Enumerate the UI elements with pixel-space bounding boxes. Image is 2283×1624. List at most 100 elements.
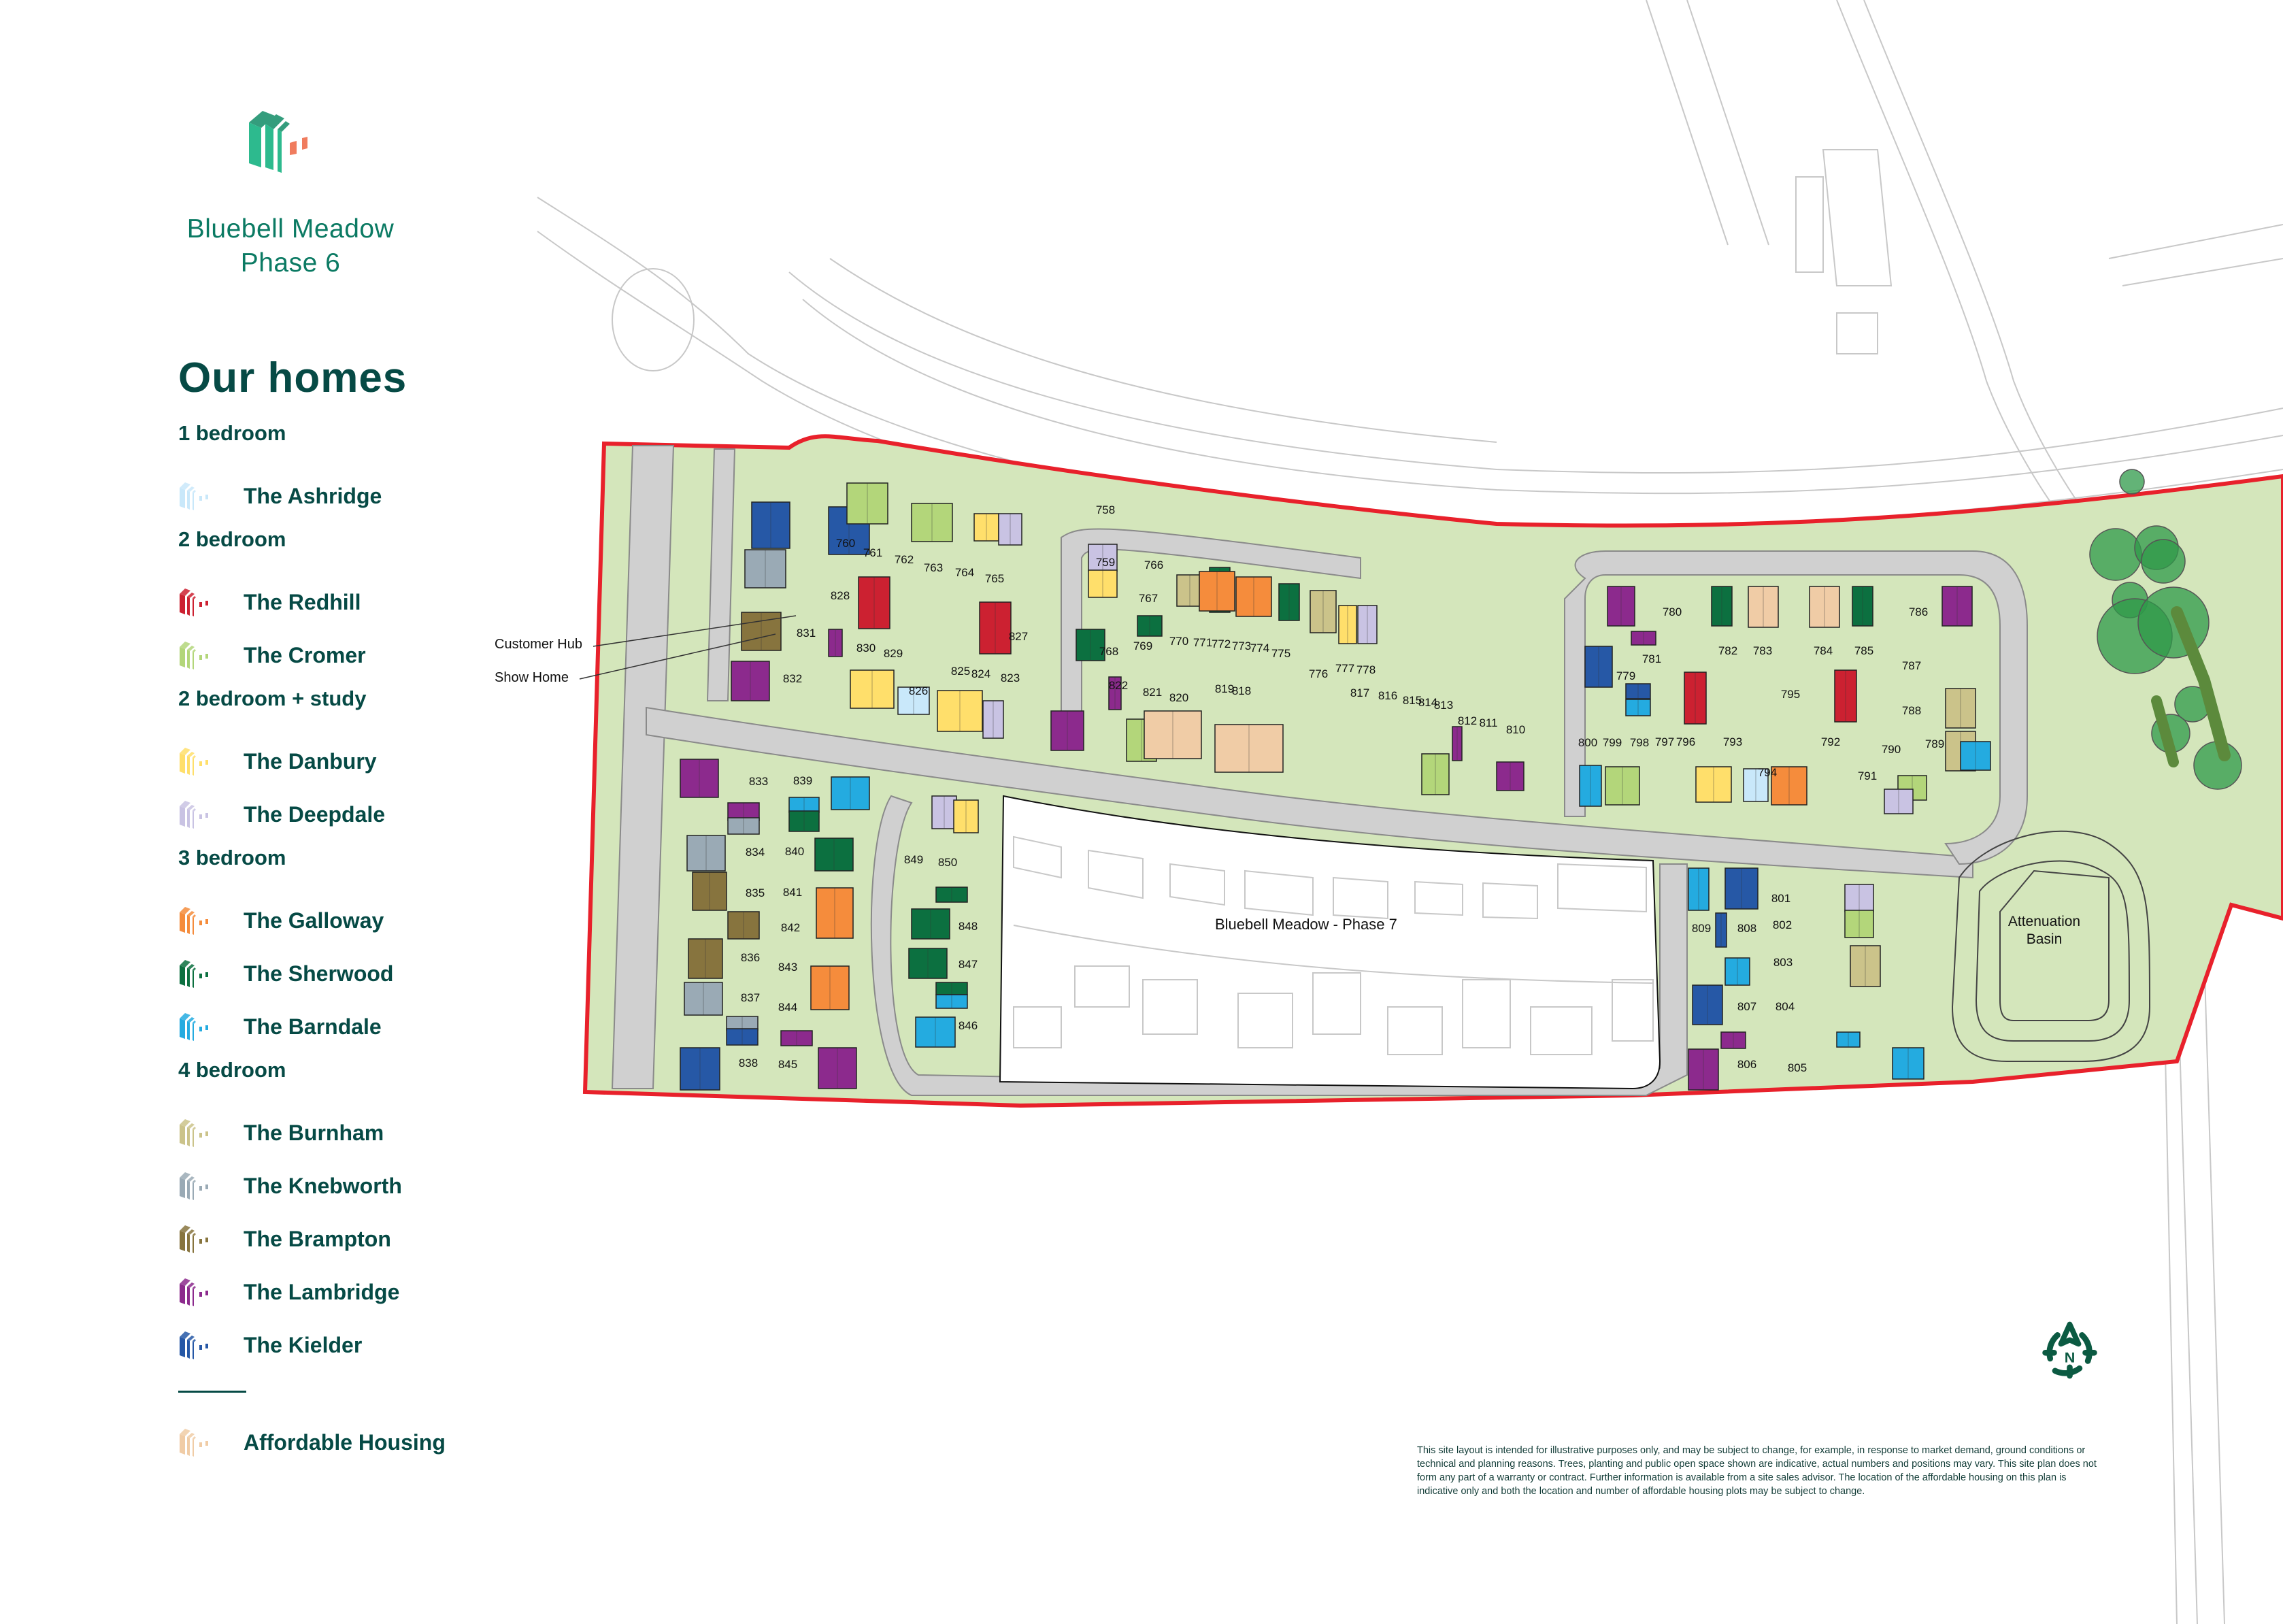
- plot-number[interactable]: 819: [1215, 682, 1234, 695]
- legend-item: The Burnham: [178, 1106, 505, 1159]
- plot-number[interactable]: 777: [1335, 662, 1354, 675]
- plot-number[interactable]: 810: [1506, 723, 1525, 736]
- plot-number[interactable]: 773: [1232, 640, 1251, 652]
- plot-number[interactable]: 786: [1909, 606, 1928, 618]
- plot-number[interactable]: 801: [1771, 892, 1790, 905]
- plot-number[interactable]: 774: [1250, 642, 1269, 654]
- plot-number[interactable]: 795: [1781, 688, 1800, 701]
- plot-number[interactable]: 837: [741, 991, 760, 1004]
- plot-number[interactable]: 766: [1144, 559, 1163, 571]
- plot-number[interactable]: 765: [985, 572, 1004, 585]
- plot-number[interactable]: 826: [909, 684, 928, 697]
- plot-number[interactable]: 797: [1655, 735, 1674, 748]
- plot-number[interactable]: 807: [1737, 1000, 1756, 1013]
- plot-number[interactable]: 771: [1193, 636, 1212, 649]
- plot-number[interactable]: 848: [959, 920, 978, 933]
- plot-number[interactable]: 815: [1403, 694, 1422, 707]
- plot-number[interactable]: 843: [778, 961, 797, 974]
- plot-number[interactable]: 780: [1663, 606, 1682, 618]
- plot-number[interactable]: 770: [1169, 635, 1188, 648]
- plot-number[interactable]: 802: [1773, 918, 1792, 931]
- plot-number[interactable]: 783: [1753, 644, 1772, 657]
- plot-number[interactable]: 781: [1642, 652, 1661, 665]
- house-type-icon: [180, 1119, 208, 1147]
- plot-number[interactable]: 806: [1737, 1058, 1756, 1071]
- plot-number[interactable]: 808: [1737, 922, 1756, 935]
- plot-number[interactable]: 813: [1434, 699, 1453, 712]
- plot-number[interactable]: 793: [1723, 735, 1742, 748]
- plot-number[interactable]: 816: [1378, 689, 1397, 702]
- plot-number[interactable]: 782: [1718, 644, 1737, 657]
- customer-hub-label: Customer Hub: [495, 637, 582, 652]
- plot-number[interactable]: 768: [1099, 645, 1118, 658]
- plot-number[interactable]: 839: [793, 774, 812, 787]
- plot-number[interactable]: 787: [1902, 659, 1921, 672]
- plot-number[interactable]: 840: [785, 845, 804, 858]
- plot-number[interactable]: 812: [1458, 714, 1477, 727]
- plot-number[interactable]: 836: [741, 951, 760, 964]
- attenuation-label-line1: Attenuation: [2007, 914, 2081, 929]
- plot-number[interactable]: 790: [1882, 743, 1901, 756]
- plot-number[interactable]: 833: [749, 775, 768, 788]
- plot-number[interactable]: 800: [1578, 736, 1597, 749]
- plot-number[interactable]: 814: [1418, 696, 1437, 709]
- plot-number[interactable]: 830: [856, 642, 876, 654]
- plot-number[interactable]: 785: [1854, 644, 1873, 657]
- plot-number[interactable]: 763: [924, 561, 943, 574]
- plot-number[interactable]: 849: [904, 853, 923, 866]
- legend-category: 2 bedroom: [178, 527, 286, 551]
- plot-number[interactable]: 835: [746, 886, 765, 899]
- plot-number[interactable]: 832: [783, 672, 802, 685]
- plot-number[interactable]: 821: [1143, 686, 1162, 699]
- plot-number[interactable]: 844: [778, 1001, 797, 1014]
- plot-number[interactable]: 820: [1169, 691, 1188, 704]
- plot-number[interactable]: 850: [938, 856, 957, 869]
- plot-number[interactable]: 794: [1758, 766, 1777, 779]
- plot-number[interactable]: 838: [739, 1057, 758, 1070]
- plot-number[interactable]: 759: [1096, 556, 1115, 569]
- plot-number[interactable]: 767: [1139, 592, 1158, 605]
- plot-number[interactable]: 823: [1001, 672, 1020, 684]
- plot-number[interactable]: 825: [951, 665, 970, 678]
- plot-number[interactable]: 758: [1096, 503, 1115, 516]
- plot-number[interactable]: 791: [1858, 769, 1877, 782]
- plot-number[interactable]: 784: [1814, 644, 1833, 657]
- plot-number[interactable]: 811: [1479, 716, 1497, 729]
- plot-number[interactable]: 778: [1356, 663, 1376, 676]
- plot-number[interactable]: 827: [1009, 630, 1028, 643]
- plot-number[interactable]: 842: [781, 921, 800, 934]
- plot-number[interactable]: 769: [1133, 640, 1152, 652]
- plot-number[interactable]: 804: [1776, 1000, 1795, 1013]
- plot-number[interactable]: 792: [1821, 735, 1840, 748]
- plot-number[interactable]: 803: [1773, 956, 1793, 969]
- plot-number[interactable]: 761: [863, 546, 882, 559]
- plot-number[interactable]: 796: [1676, 735, 1695, 748]
- plot-number[interactable]: 764: [955, 566, 974, 579]
- plot-number[interactable]: 822: [1109, 679, 1128, 692]
- plot-number[interactable]: 789: [1925, 738, 1944, 750]
- plot-number[interactable]: 779: [1616, 669, 1635, 682]
- plot-number[interactable]: 841: [783, 886, 802, 899]
- plot-number[interactable]: 809: [1692, 922, 1711, 935]
- plot-number[interactable]: 775: [1271, 647, 1290, 660]
- hedge-row: [2171, 606, 2231, 761]
- legend-category: 1 bedroom: [178, 421, 286, 445]
- plot-number[interactable]: 818: [1232, 684, 1251, 697]
- plot-number[interactable]: 831: [797, 627, 816, 640]
- plot-number[interactable]: 846: [959, 1019, 978, 1032]
- plot-number[interactable]: 776: [1309, 667, 1328, 680]
- plot-number[interactable]: 798: [1630, 736, 1649, 749]
- plot-number[interactable]: 788: [1902, 704, 1921, 717]
- plot-number[interactable]: 834: [746, 846, 765, 859]
- plot-number[interactable]: 805: [1788, 1061, 1807, 1074]
- plot-number[interactable]: 760: [836, 537, 855, 550]
- plot-number[interactable]: 762: [895, 553, 914, 566]
- plot-number[interactable]: 824: [971, 667, 990, 680]
- plot-number[interactable]: 772: [1212, 637, 1231, 650]
- plot-number[interactable]: 847: [959, 958, 978, 971]
- plot-number[interactable]: 799: [1603, 736, 1622, 749]
- plot-number[interactable]: 829: [884, 647, 903, 660]
- plot-number[interactable]: 817: [1350, 686, 1369, 699]
- plot-number[interactable]: 828: [831, 589, 850, 602]
- plot-number[interactable]: 845: [778, 1058, 797, 1071]
